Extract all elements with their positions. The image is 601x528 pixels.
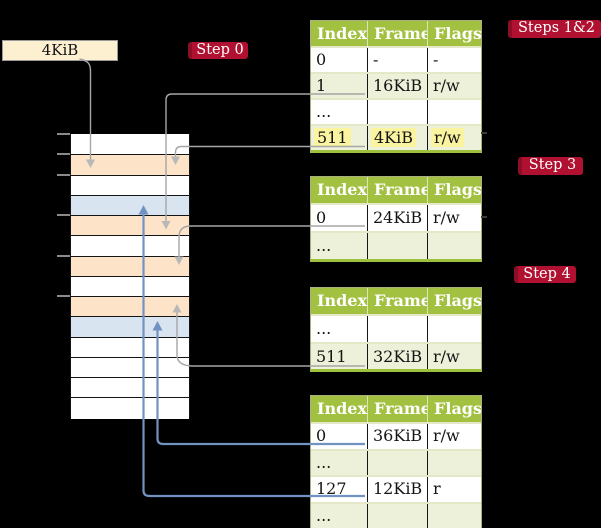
page-table-cell bbox=[427, 503, 481, 528]
column-header-index: Index bbox=[317, 180, 367, 199]
page-table-cell: 36KiB bbox=[367, 424, 427, 449]
page-table-cell: 4KiB bbox=[367, 126, 427, 150]
page-table-cell: 16KiB bbox=[367, 74, 427, 98]
page-table-cell: ... bbox=[316, 236, 332, 255]
page-table-cell bbox=[367, 100, 427, 124]
page-table-row: ... bbox=[311, 231, 481, 259]
page-table-cell bbox=[367, 233, 427, 259]
memory-frame-row bbox=[71, 336, 189, 358]
address-tick bbox=[57, 133, 70, 135]
dash-mark-table2 bbox=[481, 216, 487, 218]
page-table-cell: ... bbox=[316, 319, 332, 338]
memory-frame-row bbox=[71, 134, 189, 156]
page-table-cell: 32KiB bbox=[367, 343, 427, 369]
column-header-flags: Flags bbox=[427, 396, 481, 422]
page-table-cell: 12KiB bbox=[367, 477, 427, 502]
highlighted-value: r/w bbox=[431, 128, 464, 147]
page-table-cell: - bbox=[427, 48, 481, 72]
column-header-index: Index bbox=[317, 291, 367, 310]
page-table-row: 0 -- bbox=[311, 46, 481, 72]
page-table-cell: 1 bbox=[316, 76, 327, 95]
memory-frame-row bbox=[71, 275, 189, 297]
highlighted-value: 511 bbox=[314, 128, 351, 147]
page-table-row: ... bbox=[311, 98, 481, 124]
memory-frame-row bbox=[71, 255, 189, 277]
memory-frame-row bbox=[71, 174, 189, 196]
frame-size-label: 4KiB bbox=[2, 40, 118, 61]
page-table-cell: r/w bbox=[427, 205, 481, 231]
page-table-cell: 0 bbox=[316, 208, 327, 227]
memory-frame-row bbox=[71, 356, 189, 378]
column-header-flags: Flags bbox=[427, 288, 481, 314]
page-table-row: 511 4KiB r/w bbox=[311, 124, 481, 150]
memory-frame-row bbox=[71, 397, 189, 419]
memory-frame-row bbox=[71, 377, 189, 399]
badge-steps-1-2: Steps 1&2 bbox=[508, 20, 601, 38]
address-tick bbox=[57, 214, 70, 216]
page-table-cell: ... bbox=[316, 102, 332, 121]
badge-step-4: Step 4 bbox=[514, 266, 576, 283]
page-table-row: ... bbox=[311, 448, 481, 475]
address-tick bbox=[57, 295, 70, 297]
highlighted-value: 4KiB bbox=[371, 128, 417, 147]
page-table-cell: ... bbox=[316, 452, 332, 472]
address-tick bbox=[57, 173, 70, 176]
column-header-index: Index bbox=[317, 24, 367, 43]
page-table-cell: 0 bbox=[316, 50, 327, 69]
page-table-cell: r bbox=[427, 477, 481, 502]
page-table-cell: r/w bbox=[427, 74, 481, 98]
physical-memory-stack bbox=[70, 134, 190, 419]
column-header-frame: Frame bbox=[367, 396, 427, 422]
column-header-frame: Frame bbox=[367, 21, 427, 46]
page-table-cell bbox=[427, 316, 481, 342]
page-table-cell: r/w bbox=[427, 126, 481, 150]
badge-step-0: Step 0 bbox=[188, 42, 248, 59]
page-table-cell: 0 bbox=[316, 426, 327, 445]
page-table-cell bbox=[367, 503, 427, 528]
page-table-cell bbox=[367, 450, 427, 475]
page-table-cell: r/w bbox=[427, 343, 481, 369]
page-table-cell: 24KiB bbox=[367, 205, 427, 231]
page-table-cell bbox=[427, 450, 481, 475]
memory-frame-row bbox=[71, 154, 189, 176]
column-header-frame: Frame bbox=[367, 177, 427, 203]
page-table-cell: 511 bbox=[316, 346, 347, 366]
column-header-frame: Frame bbox=[367, 288, 427, 314]
page-table-cell: r/w bbox=[427, 424, 481, 449]
address-tick bbox=[57, 153, 70, 156]
memory-frame-row bbox=[71, 215, 189, 237]
memory-frame-row bbox=[71, 296, 189, 318]
page-table-cell bbox=[427, 233, 481, 259]
memory-frame-row bbox=[71, 194, 189, 216]
page-table-row: ... bbox=[311, 314, 481, 342]
badge-step-3: Step 3 bbox=[518, 157, 583, 175]
page-table-cell: 511 bbox=[311, 126, 367, 150]
page-table-cell: 127 bbox=[316, 479, 347, 498]
page-table-cell bbox=[427, 100, 481, 124]
page-table-cell: ... bbox=[316, 505, 332, 525]
memory-frame-row bbox=[71, 316, 189, 338]
address-tick bbox=[57, 254, 70, 257]
column-header-flags: Flags bbox=[427, 21, 481, 46]
page-table-row: ... bbox=[311, 501, 481, 528]
column-header-index: Index bbox=[317, 399, 367, 418]
page-table-cell: - bbox=[367, 48, 427, 72]
dash-mark-table1 bbox=[481, 132, 487, 134]
column-header-flags: Flags bbox=[427, 177, 481, 203]
page-table-cell bbox=[367, 316, 427, 342]
memory-frame-row bbox=[71, 235, 189, 257]
